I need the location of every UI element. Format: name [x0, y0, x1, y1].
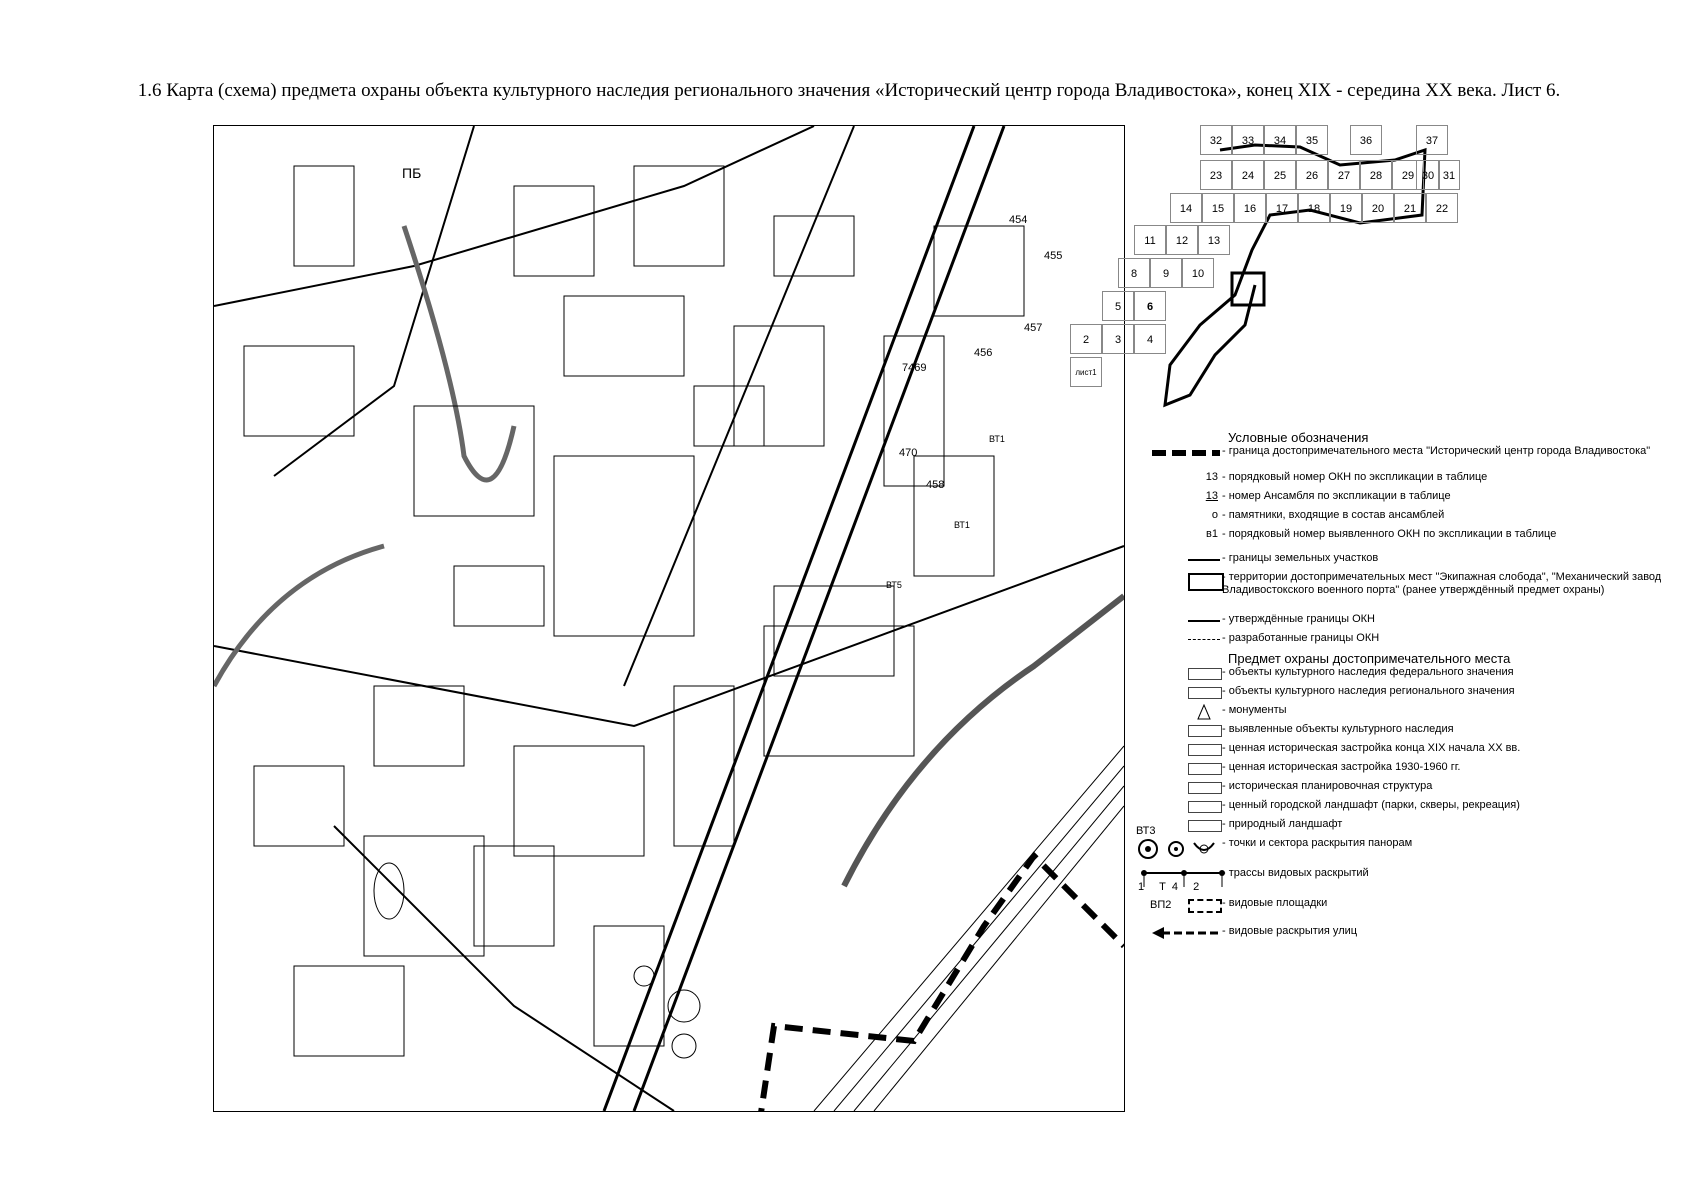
map-label-458: 458	[926, 479, 944, 491]
key-cell: 18	[1298, 193, 1330, 223]
map-label-455: 455	[1044, 250, 1062, 262]
legend-protection-item: 1 Т4 2 - трассы видовых раскрытий	[1138, 867, 1369, 893]
legend-protection-item: - ценная историческая застройка конца XI…	[1150, 742, 1690, 761]
sheet-title: 1.6 Карта (схема) предмета охраны объект…	[137, 80, 1561, 101]
map-drawing: ПБ 454 455 457 456 7469 470 458 ВТ1 ВТ1 …	[214, 126, 1124, 1111]
key-cell: 35	[1296, 125, 1328, 155]
legend-item: o - памятники, входящие в состав ансамбл…	[1211, 509, 1445, 521]
key-cell: 27	[1328, 160, 1360, 190]
key-cell: 28	[1360, 160, 1392, 190]
key-cell: 16	[1234, 193, 1266, 223]
key-cell: 25	[1264, 160, 1296, 190]
key-cell: 9	[1150, 258, 1182, 288]
monument-triangle-icon	[1197, 703, 1211, 720]
key-cell: 23	[1200, 160, 1232, 190]
view-area-icon	[1188, 899, 1222, 913]
legend-item: - границы земельных участков	[1150, 552, 1690, 571]
legend-protection-item: - природный ландшафт	[1150, 818, 1690, 837]
key-cell: 15	[1202, 193, 1234, 223]
legend-protection-item: - монументы	[1150, 703, 1690, 723]
key-cell: 4	[1134, 324, 1166, 354]
legend-heading: Условные обозначения	[1228, 430, 1369, 445]
map-label-vt5: ВТ5	[886, 580, 902, 590]
map-label-470: 470	[899, 447, 917, 459]
sheet-key-outline	[1163, 143, 1427, 408]
key-cell: 34	[1264, 125, 1296, 155]
legend: Условные обозначения - граница достоприм…	[1136, 430, 1690, 944]
key-cell: 29	[1392, 160, 1424, 190]
key-cell-current: 6	[1134, 291, 1166, 321]
view-point-icon	[1138, 839, 1215, 859]
key-cell: 21	[1394, 193, 1426, 223]
key-cell: 10	[1182, 258, 1214, 288]
legend-protection-item: ВТ3 - точки и сектора раскрытия панорам	[1136, 825, 1690, 867]
key-cell: 11	[1134, 225, 1166, 255]
key-cell: лист1	[1070, 357, 1102, 387]
legend-item: 13 - порядковый номер ОКН по экспликации…	[1205, 471, 1488, 483]
key-cell: 14	[1170, 193, 1202, 223]
map-label-pb: ПБ	[402, 165, 421, 181]
legend-protection-item: - ценная историческая застройка 1930-196…	[1150, 761, 1690, 780]
key-cell: 36	[1350, 125, 1382, 155]
sheet-key-map: 32 33 34 35 36 37 23 24 25 26 27 28 29 3…	[1070, 125, 1460, 425]
key-cell: 19	[1330, 193, 1362, 223]
key-cell: 17	[1266, 193, 1298, 223]
legend-item: - разработанные границы ОКН	[1150, 632, 1690, 651]
legend-protection-item: - выявленные объекты культурного наследи…	[1150, 723, 1690, 742]
key-cell: 20	[1362, 193, 1394, 223]
key-cell: 24	[1232, 160, 1264, 190]
key-cell: 33	[1232, 125, 1264, 155]
main-map[interactable]: ПБ 454 455 457 456 7469 470 458 ВТ1 ВТ1 …	[213, 125, 1125, 1112]
legend-item: 13 - номер Ансамбля по экспликации в таб…	[1205, 490, 1451, 502]
map-label-454: 454	[1009, 214, 1027, 226]
legend-item: - утверждённые границы ОКН	[1150, 613, 1690, 632]
map-label-457: 457	[1024, 322, 1042, 334]
map-label-7469: 7469	[902, 362, 926, 374]
legend-item: - граница достопримечательного места "Ис…	[1152, 445, 1651, 457]
legend-item: - территории достопримечательных мест "Э…	[1150, 571, 1690, 613]
legend-protection-item: - видовые раскрытия улиц	[1150, 925, 1690, 944]
key-cell: 13	[1198, 225, 1230, 255]
map-label-vt1a: ВТ1	[989, 434, 1005, 444]
legend-protection-item: - объекты культурного наследия региональ…	[1150, 685, 1690, 704]
legend-protection-item: ВП2 - видовые площадки	[1150, 897, 1328, 913]
legend-protection-item: - объекты культурного наследия федеральн…	[1150, 666, 1690, 685]
key-cell: 5	[1102, 291, 1134, 321]
key-cell: 12	[1166, 225, 1198, 255]
view-track-icon	[1141, 870, 1225, 887]
key-cell: 30	[1416, 160, 1440, 190]
key-cell: 22	[1426, 193, 1458, 223]
key-cell: 26	[1296, 160, 1328, 190]
legend-protection-item: - историческая планировочная структура	[1150, 780, 1690, 799]
map-label-456: 456	[974, 347, 992, 359]
legend-protection-item: - ценный городской ландшафт (парки, скве…	[1150, 799, 1690, 818]
street-view-arrow-icon	[1152, 927, 1220, 939]
map-label-vt1b: ВТ1	[954, 520, 970, 530]
key-cell: 8	[1118, 258, 1150, 288]
key-cell: 2	[1070, 324, 1102, 354]
key-cell: 37	[1416, 125, 1448, 155]
key-cell: 31	[1438, 160, 1460, 190]
legend-item: в1 - порядковый номер выявленного ОКН по…	[1206, 528, 1557, 540]
key-cell: 32	[1200, 125, 1232, 155]
key-cell: 3	[1102, 324, 1134, 354]
legend-subheading: Предмет охраны достопримечательного мест…	[1228, 651, 1511, 666]
